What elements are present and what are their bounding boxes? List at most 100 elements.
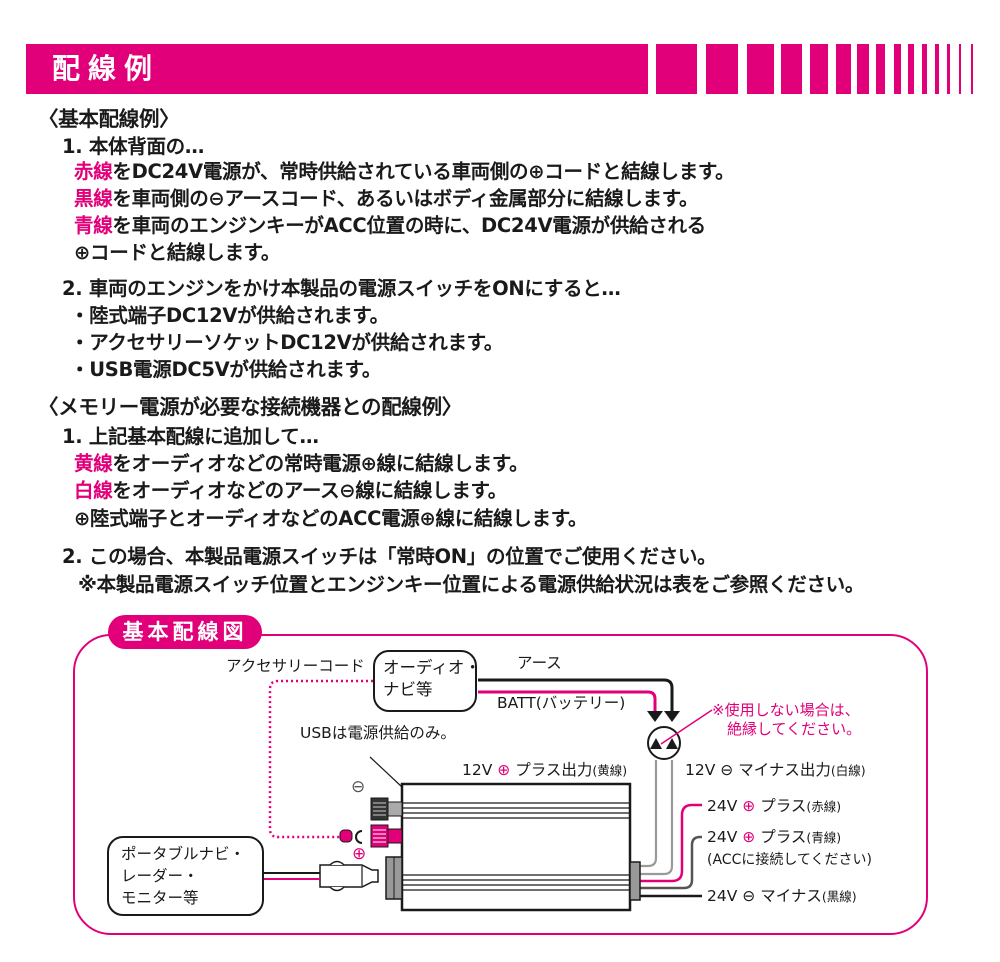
wire-cont-text: ⊕コードと結線します。 bbox=[74, 241, 281, 264]
portable-line1: ポータブルナビ・ bbox=[121, 845, 246, 863]
in24-minus-text: マイナス bbox=[760, 887, 822, 905]
accessory-cord-label: アクセサリーコード bbox=[226, 657, 365, 675]
basic-bullet-3: ・USB電源DC5Vが供給されます。 bbox=[70, 358, 382, 381]
basic-line-black: 黒線を車両側の⊖アースコード、あるいはボディ金属部分に結線します。 bbox=[74, 186, 699, 212]
in24-blue-text: プラス bbox=[760, 828, 807, 846]
memory-heading: 〈メモリー電源が必要な接続機器との配線例〉 bbox=[38, 395, 462, 419]
wire-yellow bbox=[637, 760, 674, 876]
wire-grommet bbox=[629, 861, 641, 901]
memory-line-yellow: 黄線をオーディオなどの常時電源⊕線に結線します。 bbox=[74, 451, 529, 477]
header-stripe bbox=[857, 44, 869, 94]
plus-icon: ⊕ bbox=[742, 797, 756, 815]
header-stripe bbox=[922, 44, 927, 94]
usb-note: USBは電源供給のみ。 bbox=[300, 724, 456, 742]
wire-blue bbox=[637, 835, 702, 890]
ring-terminal bbox=[339, 829, 353, 843]
terminal-minus-neck bbox=[387, 801, 403, 817]
portable-line2: レーダー・ bbox=[121, 867, 199, 885]
wire-white bbox=[637, 760, 658, 868]
in24-red-prefix: 24V bbox=[707, 797, 738, 815]
minus-icon: ⊖ bbox=[742, 887, 756, 905]
wire-black-text: を車両側の⊖アースコード、あるいはボディ金属部分に結線します。 bbox=[112, 187, 699, 210]
out12-minus-prefix: 12V bbox=[685, 761, 716, 779]
basic-line-blue: 青線を車両のエンジンキーがACC位置の時に、DC24V電源が供給される bbox=[74, 213, 706, 239]
basic-bullet-1: ・陸式端子DC12Vが供給されます。 bbox=[70, 304, 389, 327]
connector-pin-left bbox=[650, 738, 662, 749]
memory-step2-note: ※本製品電源スイッチ位置とエンジンキー位置による電源供給状況は表をご参照ください… bbox=[78, 573, 865, 596]
header-stripe bbox=[706, 44, 738, 94]
ring-terminal-hook bbox=[355, 830, 363, 844]
header-stripe bbox=[781, 44, 802, 94]
batt-arrow bbox=[647, 711, 663, 722]
wire-red-text: をDC24V電源が、常時供給されている車両側の⊕コードと結線します。 bbox=[112, 160, 735, 183]
header-stripe bbox=[876, 44, 885, 94]
basic-bullet-2: ・アクセサリーソケットDC12Vが供給されます。 bbox=[70, 331, 504, 354]
earth-label: アース bbox=[517, 654, 562, 672]
earth-arrow bbox=[664, 711, 680, 722]
inverter-fins bbox=[402, 802, 630, 891]
plus-icon: ⊕ bbox=[742, 828, 756, 846]
in24-plus-blue-label: 24V ⊕ プラス(青線) bbox=[707, 827, 841, 848]
wire-yellow-label: 黄線 bbox=[74, 452, 113, 475]
connector-pin-right bbox=[666, 738, 678, 749]
basic-step2-intro: 2. 車両のエンジンをかけ本製品の電源スイッチをONにすると… bbox=[62, 277, 621, 300]
section-header-bar bbox=[26, 44, 648, 94]
in24-minus-label: 24V ⊖ マイナス(黒線) bbox=[707, 886, 857, 907]
header-stripe bbox=[959, 44, 961, 94]
basic-step1-intro: 1. 本体背面の… bbox=[62, 135, 205, 158]
wire-white-label: 白線 bbox=[74, 479, 113, 502]
wire-white-text: をオーディオなどのアース⊖線に結線します。 bbox=[112, 479, 507, 502]
audio-box-line2: ナビ等 bbox=[383, 680, 433, 699]
cigarette-plug bbox=[319, 864, 379, 888]
insulate-note-line2: 絶縁してください。 bbox=[727, 720, 862, 738]
header-stripe bbox=[947, 44, 950, 94]
memory-line-acc: ⊕陸式端子とオーディオなどのACC電源⊕線に結線します。 bbox=[74, 506, 587, 532]
header-stripe bbox=[971, 44, 973, 94]
basic-line-continuation: ⊕コードと結線します。 bbox=[74, 240, 280, 266]
out12-plus-text: プラス出力 bbox=[515, 761, 593, 779]
terminal-minus-icon: ⊖ bbox=[351, 777, 366, 797]
inverter-body bbox=[400, 782, 632, 912]
wire-red-label: 赤線 bbox=[74, 160, 113, 183]
basic-heading: 〈基本配線例〉 bbox=[38, 107, 180, 131]
in24-red-wire: (赤線) bbox=[806, 799, 842, 814]
wire-blue-label: 青線 bbox=[74, 214, 113, 237]
accessory-cord-line bbox=[268, 679, 373, 839]
portable-line3: モニター等 bbox=[121, 889, 199, 907]
out12-minus-text: マイナス出力 bbox=[738, 761, 831, 779]
basic-line-red: 赤線をDC24V電源が、常時供給されている車両側の⊕コードと結線します。 bbox=[74, 159, 735, 185]
terminal-minus bbox=[370, 797, 389, 821]
memory-step2-intro: 2. この場合、本製品電源スイッチは「常時ON」の位置でご使用ください。 bbox=[62, 545, 717, 568]
header-stripe bbox=[908, 44, 914, 94]
header-stripe bbox=[747, 44, 774, 94]
minus-icon: ⊖ bbox=[720, 761, 734, 779]
memory-step1-intro: 1. 上記基本配線に追加して… bbox=[62, 425, 319, 448]
insulate-note-line1: ※使用しない場合は、 bbox=[712, 701, 860, 719]
usb-pointer bbox=[369, 756, 403, 788]
plus-icon: ⊕ bbox=[497, 761, 511, 779]
note-pointer bbox=[660, 709, 713, 745]
in24-blue-prefix: 24V bbox=[707, 828, 738, 846]
terminal-plus-icon: ⊕ bbox=[352, 844, 367, 864]
audio-box-line1: オーディオ・ bbox=[383, 658, 481, 677]
wire-acc-text: ⊕陸式端子とオーディオなどのACC電源⊕線に結線します。 bbox=[74, 507, 588, 530]
header-stripe bbox=[935, 44, 939, 94]
diagram-tab: 基本配線図 bbox=[108, 615, 262, 649]
audio-navi-box: オーディオ・ ナビ等 bbox=[373, 650, 481, 712]
terminal-plus bbox=[370, 824, 389, 848]
header-stripe bbox=[894, 44, 901, 94]
out12-plus-prefix: 12V bbox=[462, 761, 493, 779]
out12-minus-wire: (白線) bbox=[830, 763, 866, 778]
header-stripe bbox=[656, 44, 697, 94]
wiring-diagram-frame bbox=[73, 634, 928, 935]
out12-minus-label: 12V ⊖ マイナス出力(白線) bbox=[685, 760, 866, 781]
in24-minus-prefix: 24V bbox=[707, 887, 738, 905]
in24-blue-wire: (青線) bbox=[806, 830, 842, 845]
memory-line-white: 白線をオーディオなどのアース⊖線に結線します。 bbox=[74, 478, 507, 504]
wire-blue-text: を車両のエンジンキーがACC位置の時に、DC24V電源が供給される bbox=[112, 214, 706, 237]
earth-wire bbox=[478, 678, 674, 712]
in24-blue-sub: (ACCに接続してください) bbox=[707, 852, 872, 868]
wire-red bbox=[637, 803, 702, 883]
section-title: 配線例 bbox=[52, 52, 161, 85]
